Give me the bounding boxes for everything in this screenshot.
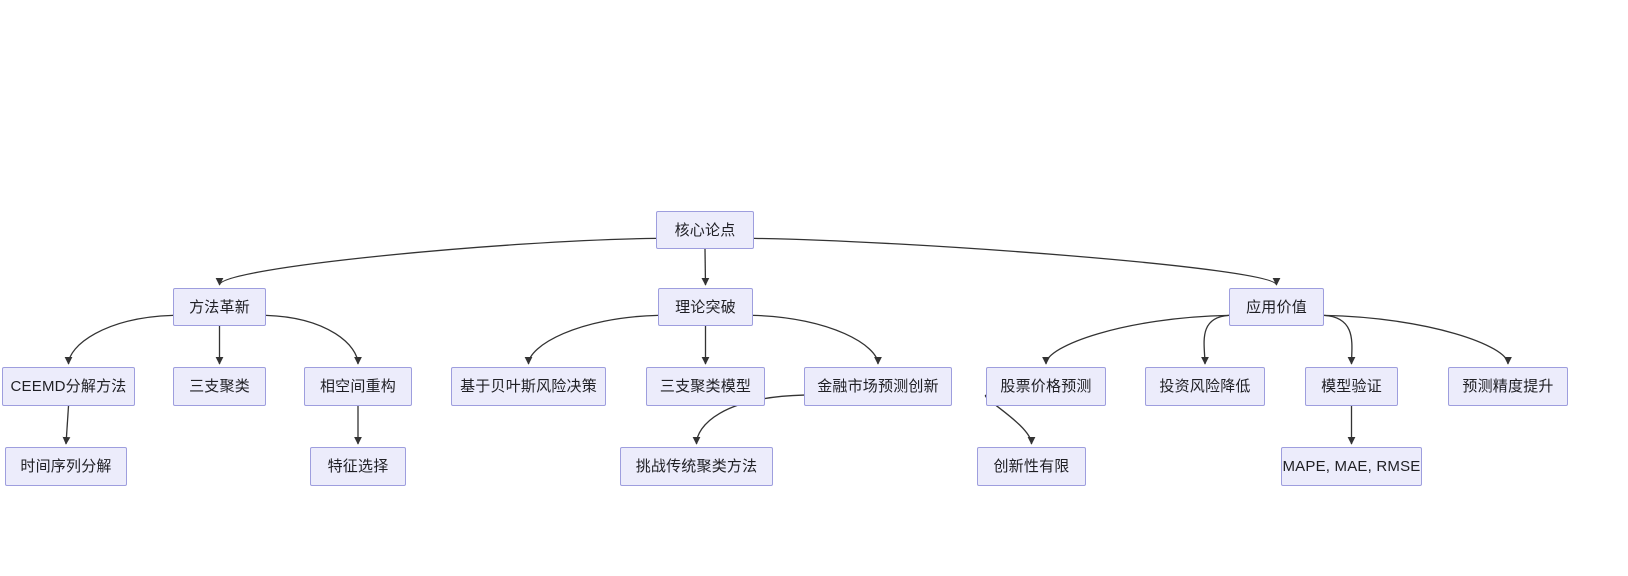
node-label: 投资风险降低 — [1159, 378, 1251, 395]
edge-b3-to-c9 — [1323, 314, 1356, 365]
node-label: 金融市场预测创新 — [817, 378, 939, 395]
edge-b1-to-c1 — [64, 314, 174, 365]
edge-b3-to-c10 — [1323, 314, 1512, 365]
edge-root-to-b3 — [753, 237, 1281, 286]
node-label: 时间序列分解 — [20, 458, 112, 475]
node-label: 三支聚类 — [189, 378, 250, 395]
node-label: 挑战传统聚类方法 — [635, 458, 758, 475]
node-label: 核心论点 — [674, 221, 736, 239]
node-label: CEEMD分解方法 — [10, 378, 127, 395]
node-c6[interactable]: 金融市场预测创新 — [804, 367, 952, 406]
node-d2[interactable]: 特征选择 — [310, 447, 406, 486]
node-d5[interactable]: MAPE, MAE, RMSE — [1281, 447, 1422, 486]
node-d1[interactable]: 时间序列分解 — [5, 447, 127, 486]
node-c10[interactable]: 预测精度提升 — [1448, 367, 1568, 406]
node-label: 三支聚类模型 — [659, 378, 752, 395]
node-label: 相空间重构 — [319, 378, 396, 395]
node-c8[interactable]: 投资风险降低 — [1145, 367, 1265, 406]
edge-b2-to-c6 — [752, 314, 882, 365]
node-c3[interactable]: 相空间重构 — [304, 367, 412, 406]
node-label: 特征选择 — [327, 458, 389, 475]
edge-b3-to-c8 — [1201, 314, 1230, 365]
edge-root-to-b1 — [215, 237, 657, 286]
node-label: 理论突破 — [675, 298, 736, 316]
edge-c1-to-d1 — [62, 405, 71, 445]
node-c7[interactable]: 股票价格预测 — [986, 367, 1106, 406]
node-label: 应用价值 — [1246, 298, 1307, 316]
node-b3[interactable]: 应用价值 — [1229, 288, 1324, 326]
node-b2[interactable]: 理论突破 — [658, 288, 753, 326]
node-label: 预测精度提升 — [1462, 378, 1554, 395]
node-c4[interactable]: 基于贝叶斯风险决策 — [451, 367, 606, 406]
node-d3[interactable]: 挑战传统聚类方法 — [620, 447, 773, 486]
edge-b2-to-c4 — [524, 314, 659, 365]
node-label: MAPE, MAE, RMSE — [1282, 458, 1421, 475]
edge-b1-to-c3 — [265, 314, 362, 365]
node-label: 创新性有限 — [993, 458, 1070, 475]
node-b1[interactable]: 方法革新 — [173, 288, 266, 326]
node-label: 基于贝叶斯风险决策 — [460, 378, 597, 395]
node-label: 股票价格预测 — [1000, 378, 1092, 395]
node-label: 方法革新 — [189, 298, 250, 316]
node-c5[interactable]: 三支聚类模型 — [646, 367, 765, 406]
node-c9[interactable]: 模型验证 — [1305, 367, 1398, 406]
node-label: 模型验证 — [1321, 378, 1382, 395]
edge-b3-to-c7 — [1042, 314, 1230, 365]
node-d4[interactable]: 创新性有限 — [977, 447, 1086, 486]
node-root[interactable]: 核心论点 — [656, 211, 754, 249]
node-c1[interactable]: CEEMD分解方法 — [2, 367, 135, 406]
edge-root-to-b2 — [701, 248, 710, 286]
node-c2[interactable]: 三支聚类 — [173, 367, 266, 406]
